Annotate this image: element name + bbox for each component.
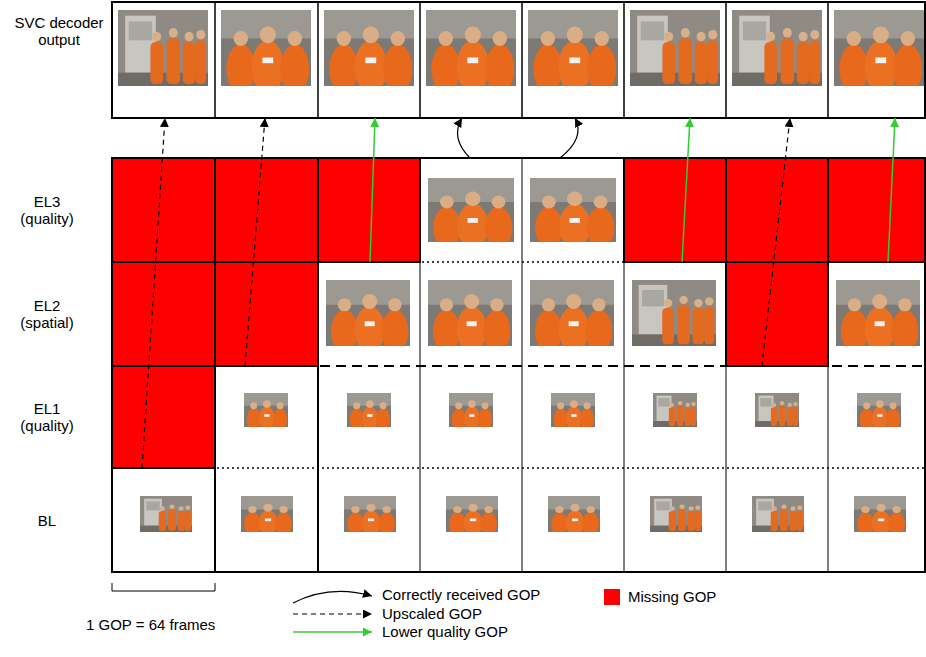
upscaled-arrow [245, 118, 265, 366]
video-thumbnail [221, 10, 311, 94]
video-thumbnail [528, 10, 618, 94]
missing-gop-cell [215, 158, 318, 262]
video-thumbnail [428, 178, 514, 248]
legend-dashed-arrow [293, 613, 372, 614]
video-thumbnail [836, 280, 920, 353]
layer-band: EL1 (quality) [112, 366, 925, 468]
missing-gop-cell [318, 158, 420, 262]
lower-quality-arrow [682, 118, 690, 262]
layer-band: EL2 (spatial) [112, 262, 925, 366]
video-thumbnail [630, 10, 720, 86]
layer-label: BL [8, 512, 86, 529]
missing-gop-cell [828, 158, 925, 262]
video-thumbnail [118, 10, 208, 86]
layer-grid-frame [112, 158, 925, 572]
layer-label: EL3 (quality) [8, 193, 86, 227]
grid-lines [112, 158, 925, 572]
layer-label: EL1 (quality) [8, 400, 86, 434]
missing-gop-cell [624, 158, 726, 262]
legend-text: Lower quality GOP [382, 623, 508, 640]
video-thumbnail [347, 393, 391, 430]
lower-quality-arrow [370, 118, 375, 262]
video-thumbnail [426, 10, 516, 94]
video-thumbnail [530, 178, 616, 248]
video-thumbnail [834, 10, 924, 94]
upscaled-arrow [762, 118, 790, 366]
legend-swatch [604, 589, 620, 605]
video-thumbnail [732, 10, 822, 86]
video-thumbnail [140, 496, 192, 532]
gop-size-note: 1 GOP = 64 frames [86, 616, 215, 633]
video-thumbnail [632, 280, 716, 346]
missing-gops [112, 158, 925, 468]
lower-quality-arrow [888, 118, 895, 262]
gop-bracket [112, 583, 215, 591]
received-arrow [458, 118, 471, 158]
video-thumbnail [324, 10, 414, 94]
video-thumbnail [650, 496, 702, 532]
video-thumbnail [530, 280, 614, 353]
video-thumbnail [854, 496, 906, 536]
layer-band: EL3 (quality) [112, 158, 925, 262]
layer-thumbnails [140, 178, 920, 536]
missing-gop-cell [112, 262, 215, 366]
video-thumbnail [326, 280, 410, 353]
received-arrow [560, 118, 578, 158]
video-thumbnail [244, 393, 288, 430]
layer-label: EL2 (spatial) [8, 297, 86, 331]
video-thumbnail [449, 393, 493, 430]
video-thumbnail [548, 496, 600, 536]
output-thumbnails [118, 10, 924, 94]
layer-band: BL [112, 468, 925, 572]
missing-gop-cell [215, 262, 318, 366]
video-thumbnail [428, 280, 512, 353]
video-thumbnail [344, 496, 396, 536]
video-thumbnail [446, 496, 498, 536]
legend-text: Upscaled GOP [382, 605, 482, 622]
video-thumbnail [857, 393, 901, 430]
missing-gop-cell [726, 262, 828, 366]
layer-label: SVC decoder output [12, 14, 106, 48]
video-thumbnail [755, 393, 799, 427]
video-thumbnail [752, 496, 804, 532]
output-band: SVC decoder output [112, 2, 925, 118]
output-dividers [215, 2, 828, 118]
output-row-frame [112, 2, 925, 118]
video-thumbnail [551, 393, 595, 430]
video-thumbnail [653, 393, 697, 427]
missing-gop-cell [112, 366, 215, 468]
video-thumbnail [241, 496, 293, 536]
legend-solid-arrow [293, 591, 372, 603]
missing-gop-cell [112, 158, 215, 262]
legend-text: Missing GOP [628, 588, 716, 605]
legend-text: Correctly received GOP [382, 586, 540, 603]
upscaled-arrow [142, 118, 165, 468]
legend-green-arrow [293, 631, 372, 633]
missing-gop-cell [726, 158, 828, 262]
